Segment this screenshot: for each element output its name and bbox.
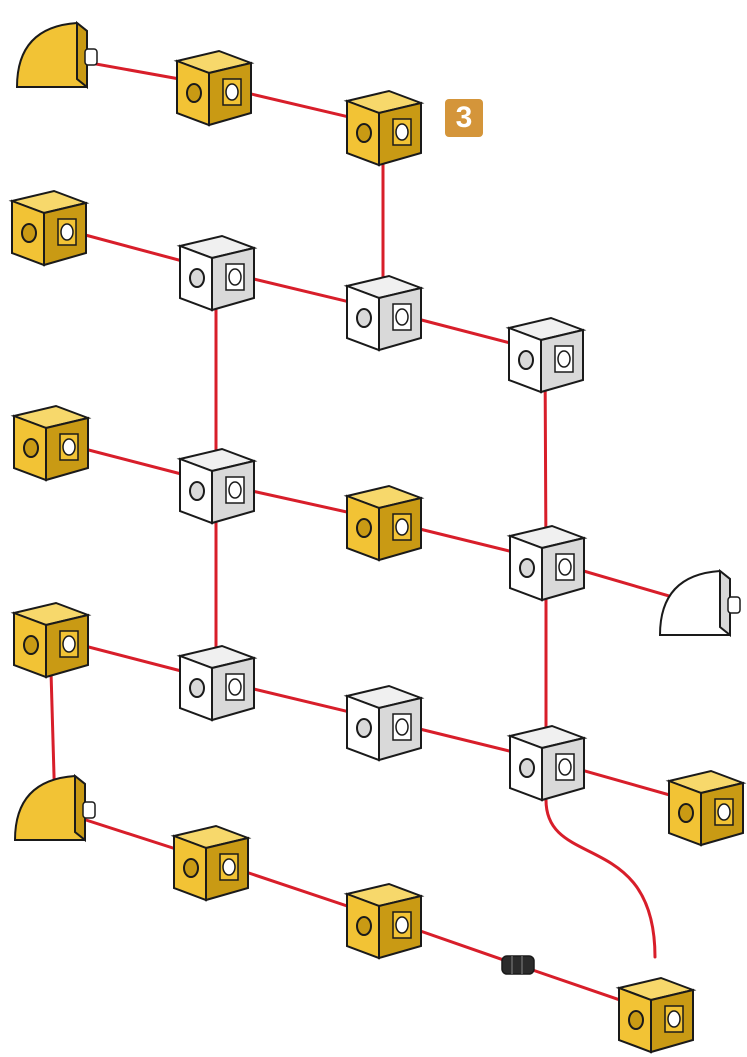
yellow-cube-block-p22 — [619, 978, 693, 1052]
yellow-quarter-round-block-p1 — [17, 23, 97, 87]
yellow-cube-block-p2 — [177, 51, 251, 125]
white-cube-block-p6 — [347, 276, 421, 350]
yellow-cube-block-p3 — [347, 91, 421, 165]
yellow-cube-block-p19 — [174, 826, 248, 900]
yellow-cube-block-p10 — [347, 486, 421, 560]
white-cube-block-p7 — [509, 318, 583, 392]
step-number-badge: 3 — [445, 99, 483, 137]
white-cube-block-p11 — [510, 526, 584, 600]
white-cube-block-p5 — [180, 236, 254, 310]
white-cube-block-p14 — [180, 646, 254, 720]
white-cube-block-p15 — [347, 686, 421, 760]
white-quarter-round-block-p12 — [660, 571, 740, 635]
building-blocks — [12, 23, 743, 1052]
white-cube-block-p9 — [180, 449, 254, 523]
yellow-cube-block-p8 — [14, 406, 88, 480]
connector-line-p16-p22 — [546, 800, 655, 957]
yellow-cube-block-p4 — [12, 191, 86, 265]
yellow-cube-block-p17 — [669, 771, 743, 845]
white-cube-block-p16 — [510, 726, 584, 800]
black-small-connector-block-p21 — [502, 956, 534, 974]
yellow-quarter-round-block-p18 — [15, 776, 95, 840]
yellow-cube-block-p13 — [14, 603, 88, 677]
yellow-cube-block-p20 — [347, 884, 421, 958]
